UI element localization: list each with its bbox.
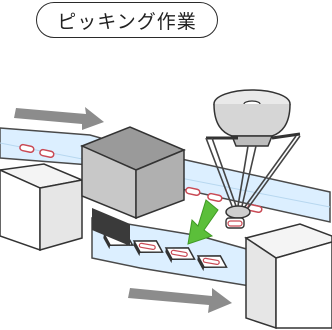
output-flow-arrow-icon [128, 288, 232, 313]
right-machine-block [246, 224, 332, 328]
pick-arrow-icon [188, 200, 218, 244]
left-machine-block [0, 164, 82, 250]
flow-arrow-icon [14, 107, 104, 130]
